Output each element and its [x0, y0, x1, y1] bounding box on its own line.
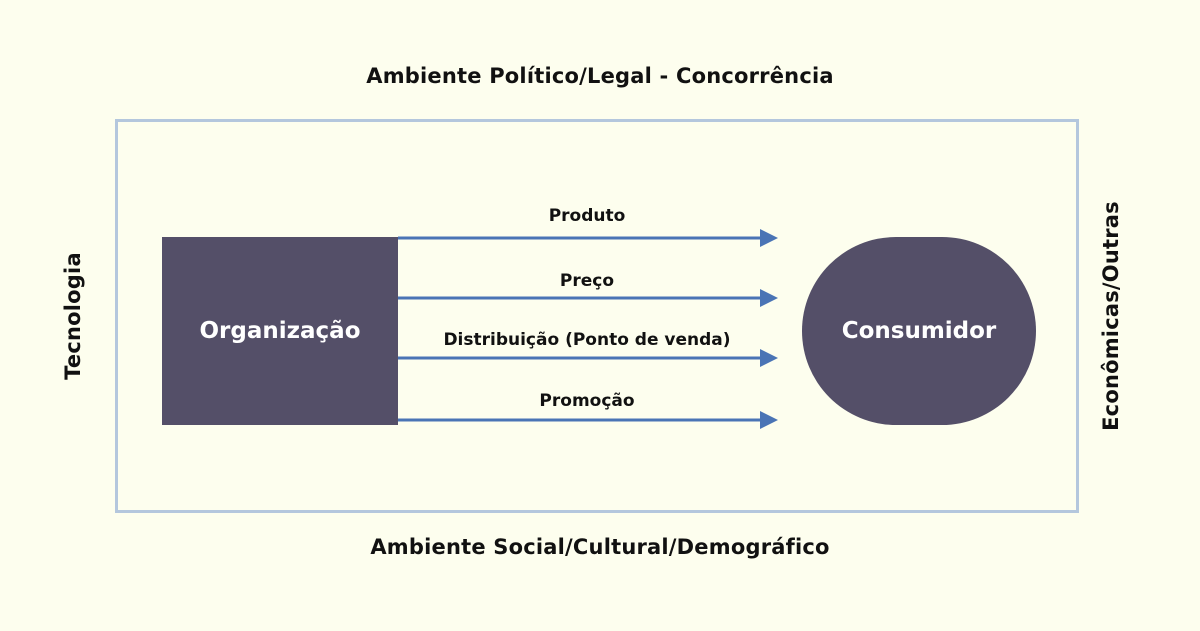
flow-arrow-price: [398, 289, 778, 307]
flow-arrow-product: [398, 229, 778, 247]
environment-label-top: Ambiente Político/Legal - Concorrência: [366, 64, 834, 88]
flow-arrow-distribution: [398, 349, 778, 367]
flow-label-price: Preço: [559, 271, 615, 291]
organization-node: Organização: [162, 237, 398, 425]
environment-frame: [115, 119, 1079, 513]
flow-label-promotion: Promoção: [539, 391, 635, 411]
consumer-label: Consumidor: [841, 318, 997, 344]
environment-label-bottom: Ambiente Social/Cultural/Demográfico: [370, 535, 830, 559]
organization-label: Organização: [199, 318, 361, 344]
flow-arrow-promotion: [398, 411, 778, 429]
flow-label-product: Produto: [548, 206, 626, 226]
consumer-node: Consumidor: [802, 237, 1036, 425]
flow-label-distribution: Distribuição (Ponto de venda): [443, 330, 731, 350]
